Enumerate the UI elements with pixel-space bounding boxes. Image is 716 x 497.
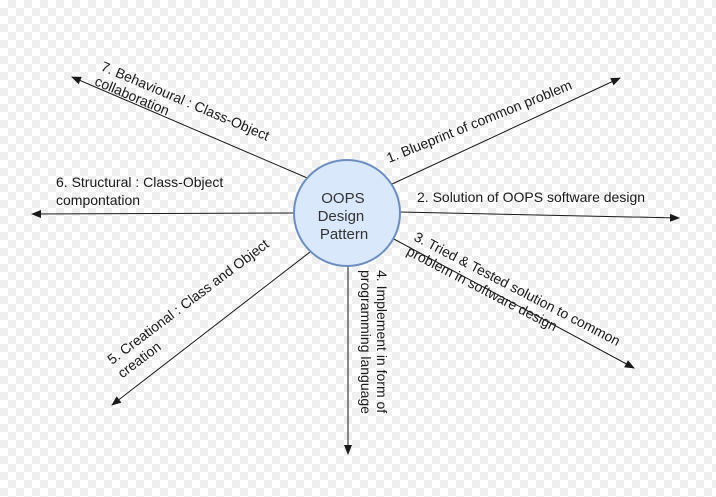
center-line-1: OOPS [321,190,364,207]
edge-7-arrow [71,76,313,181]
edge-1-arrow [389,77,621,186]
branch-label-7: 7. Behavioural : Class-Object collaborat… [93,58,276,160]
center-line-3: Pattern [320,226,368,243]
edge-3-arrow [391,237,635,369]
edge-2-arrow [399,211,680,222]
branch-label-6: 6. Structural : Class-Object compontatio… [56,174,227,208]
edge-5-arrow [111,251,311,406]
branch-label-5: 5. Creational : Class and Object creatio… [104,233,285,381]
branch-label-1: 1. Blueprint of common problem [384,77,574,166]
edge-6-arrow [31,209,296,218]
center-node-circle[interactable] [293,159,401,267]
branch-label-4: 4. Implement in form of programming lang… [358,270,390,417]
center-line-2: Design [318,208,365,225]
center-node-label: OOPS Design Pattern [318,190,369,243]
branch-label-3: 3. Tried & Tested solution to common pro… [404,228,626,364]
branch-label-2: 2. Solution of OOPS software design [417,189,645,205]
